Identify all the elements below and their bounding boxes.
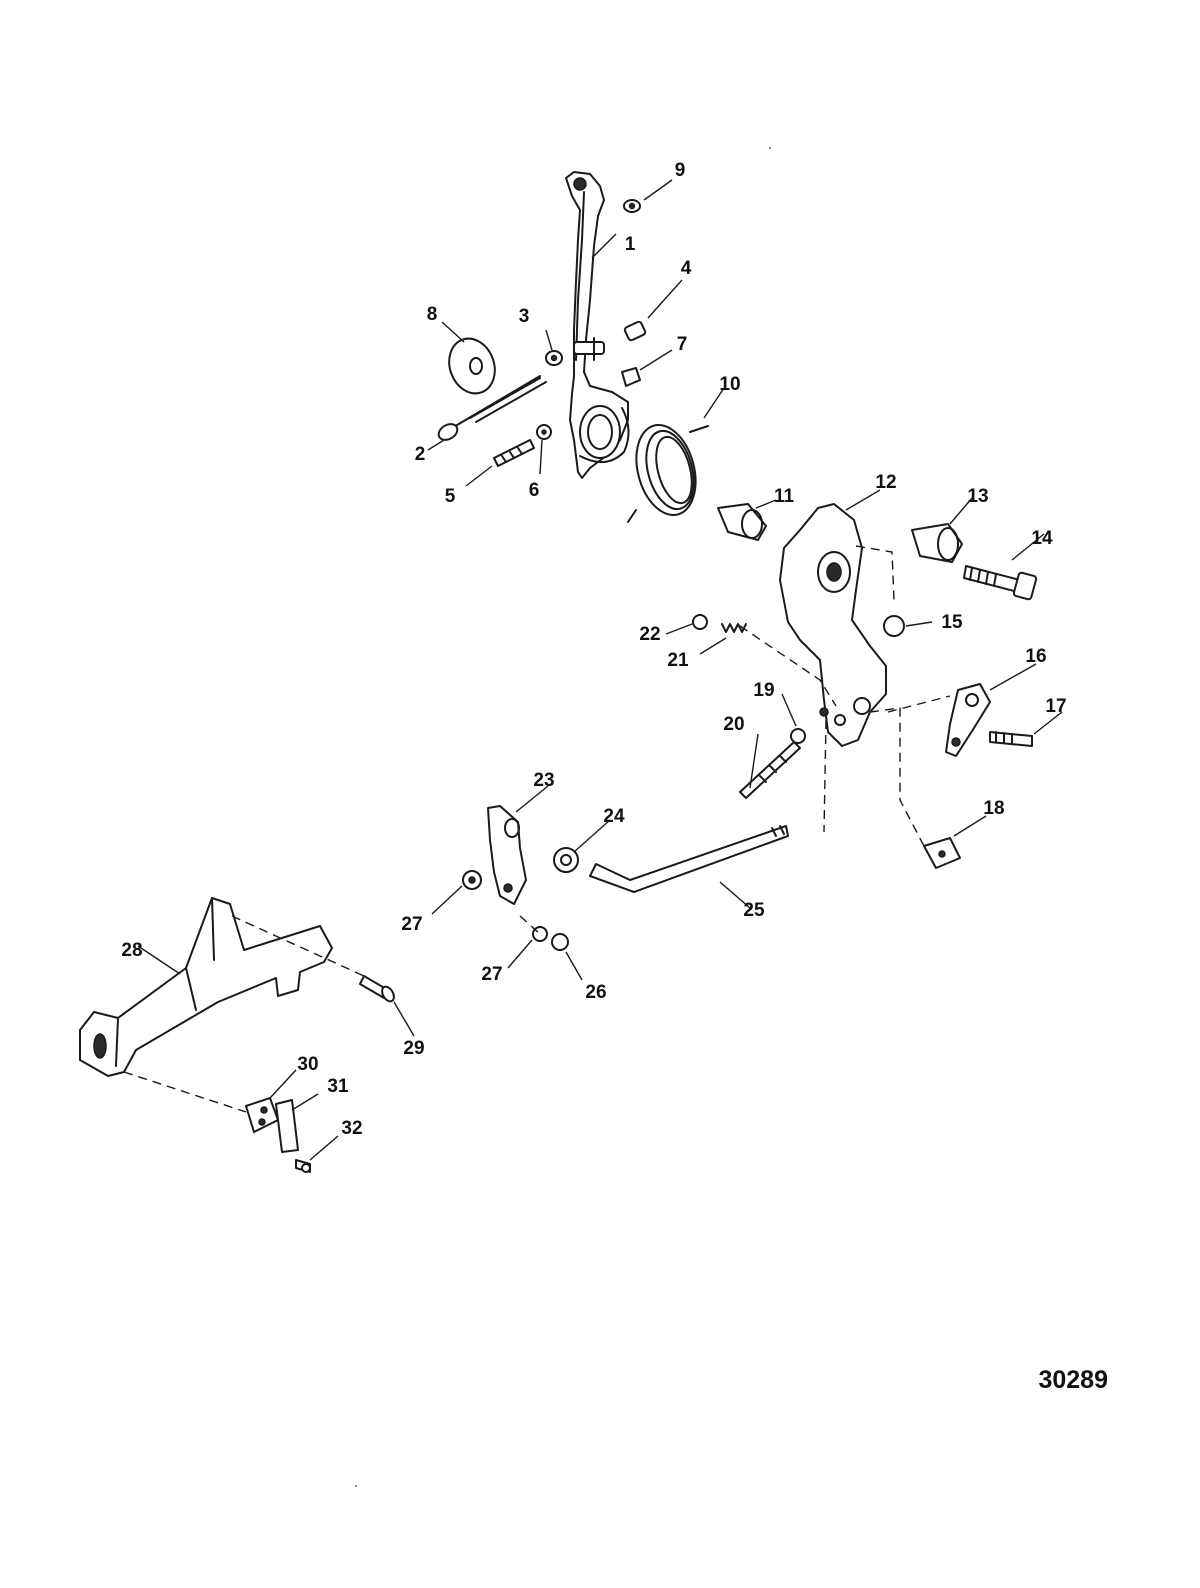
part-14-bolt: [963, 565, 1038, 601]
part-29-screw: [359, 975, 395, 1003]
part-11-bushing: [717, 503, 767, 541]
scan-speck: [355, 1485, 357, 1487]
callouts: 1 2 3 4 5 6 7 8 9 10 11 12 13 14 15 16 1…: [121, 160, 1066, 1139]
callout-6: 6: [529, 480, 540, 501]
callout-19: 19: [753, 680, 774, 701]
scan-speck: [769, 147, 771, 149]
part-7-bushing: [621, 367, 641, 387]
part-26-nut: [551, 933, 569, 951]
callout-4: 4: [681, 258, 692, 279]
part-21-spring: [721, 623, 747, 633]
callout-28: 28: [121, 940, 142, 961]
callout-29: 29: [403, 1038, 424, 1059]
part-13-bushing: [911, 523, 963, 563]
part-30-clamp-block: [245, 1097, 279, 1133]
callout-27-upper: 27: [401, 914, 422, 935]
callout-10: 10: [719, 374, 740, 395]
part-4-nut: [623, 320, 647, 342]
callout-11: 11: [774, 486, 795, 507]
part-24-bushing: [553, 847, 579, 873]
part-32-screw: [295, 1159, 311, 1173]
part-6-nut: [536, 424, 552, 440]
callout-15: 15: [941, 612, 963, 633]
part-2-screw: [437, 375, 547, 441]
part-31-plate: [275, 1099, 299, 1153]
callout-22: 22: [639, 624, 660, 645]
callout-8: 8: [427, 304, 438, 325]
part-20-screw: [739, 741, 801, 799]
part-10-spring: [627, 423, 709, 523]
callout-14: 14: [1031, 528, 1053, 549]
part-19-nut: [790, 728, 806, 744]
part-17-screw: [989, 731, 1033, 747]
part-23-lever: [487, 805, 527, 905]
callout-21: 21: [667, 650, 689, 671]
part-16-link: [945, 683, 991, 757]
callout-1: 1: [625, 234, 636, 255]
callout-26: 26: [585, 982, 606, 1003]
callout-2: 2: [415, 444, 426, 465]
callout-13: 13: [967, 486, 988, 507]
part-5-screw: [493, 439, 535, 467]
part-15-nut: [883, 615, 905, 637]
part-27-nut-upper: [462, 870, 482, 890]
callout-17: 17: [1045, 696, 1066, 717]
leader-lines: [137, 179, 1063, 1161]
callout-12: 12: [875, 472, 896, 493]
callout-32: 32: [341, 1118, 362, 1139]
callout-20: 20: [723, 714, 744, 735]
callout-7: 7: [677, 334, 688, 355]
callout-30: 30: [297, 1054, 318, 1075]
part-1-throttle-lever: [565, 171, 630, 479]
part-25-link-rod: [589, 825, 789, 893]
callout-16: 16: [1025, 646, 1046, 667]
part-3-nut: [545, 350, 563, 366]
part-9-nut: [623, 199, 641, 213]
callout-24: 24: [603, 806, 625, 827]
callout-18: 18: [983, 798, 1004, 819]
callout-3: 3: [519, 306, 530, 327]
callout-25: 25: [743, 900, 765, 921]
callout-9: 9: [675, 160, 686, 181]
callout-23: 23: [533, 770, 554, 791]
callout-5: 5: [445, 486, 456, 507]
part-8-washer: [448, 337, 496, 395]
callout-31: 31: [327, 1076, 349, 1097]
part-18-connector: [923, 837, 961, 869]
assembly-lines: [123, 545, 951, 1113]
part-12-cam-plate: [779, 503, 887, 747]
part-28-bracket: [79, 897, 333, 1077]
callout-27-lower: 27: [481, 964, 502, 985]
part-22-nut: [692, 614, 708, 630]
figure-number: 30289: [1038, 1366, 1108, 1394]
